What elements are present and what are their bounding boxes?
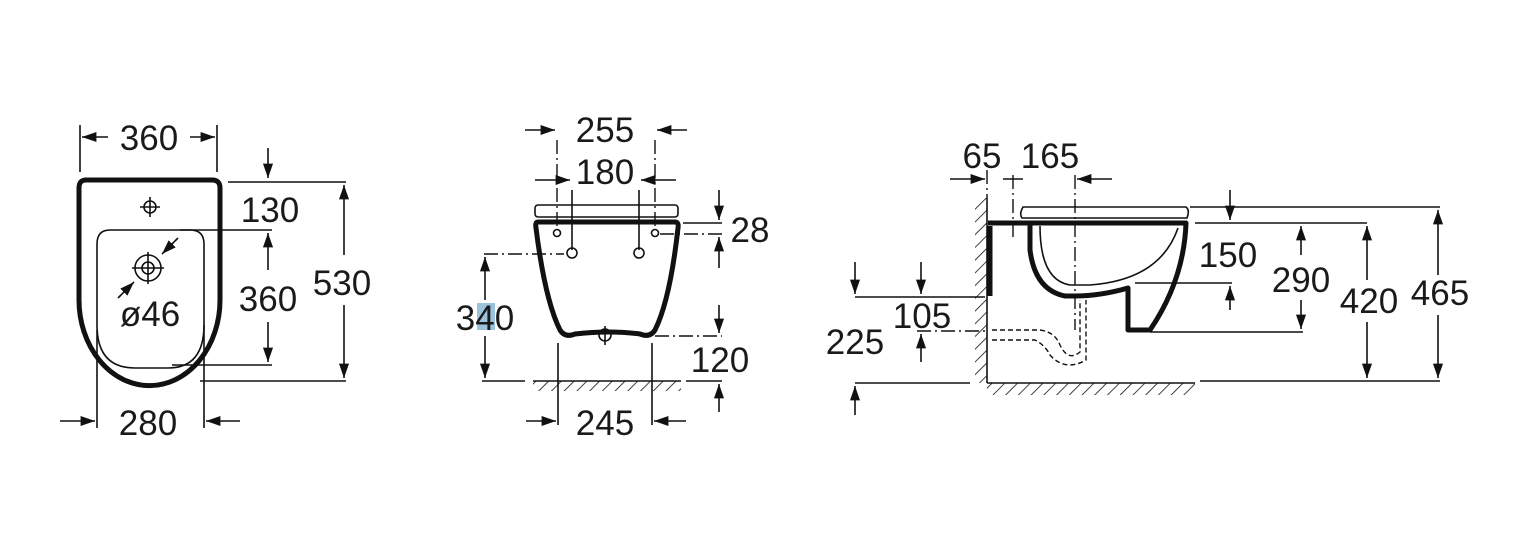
bidet-outline: [76, 177, 223, 389]
top-view: 360 130 360 530 280 ø46: [60, 119, 371, 443]
body-outline: [533, 219, 681, 338]
dim-base-width: 245: [576, 404, 634, 443]
dim-waste-height: 225: [826, 323, 884, 362]
seat-lid: [534, 204, 679, 218]
floor: [987, 383, 1195, 395]
dim-fixing-level: 340: [456, 299, 514, 338]
dim-inner-fixing: 180: [576, 153, 634, 192]
dim-bowl-length: 360: [239, 280, 297, 319]
seat-lid: [1019, 206, 1190, 219]
dim-outlet-height: 290: [1272, 261, 1330, 300]
dim-bowl-width: 280: [119, 404, 177, 443]
fixing-hole-icons: [552, 228, 660, 345]
bowl-outline: [96, 229, 205, 369]
waste-trap: [992, 300, 1087, 366]
dim-base-height: 120: [691, 341, 749, 380]
dim-total-length: 530: [313, 264, 371, 303]
dim-total-height: 465: [1411, 274, 1469, 313]
dim-drain-offset: 165: [1021, 137, 1079, 176]
dim-fixing-height: 28: [731, 211, 770, 250]
wall: [975, 198, 987, 383]
dim-width: 360: [120, 119, 178, 158]
dim-wall-offset: 65: [963, 137, 1002, 176]
body-outline: [988, 220, 1189, 333]
dim-outer-fixing: 255: [576, 111, 634, 150]
side-view: 65 165 150 290 420 465 225 105: [826, 137, 1469, 415]
dim-rim-height: 420: [1340, 282, 1398, 321]
dim-tap-offset: 130: [241, 191, 299, 230]
dim-waste-rise: 105: [893, 297, 951, 336]
drain-icon: [132, 252, 164, 284]
tap-hole-icon: [140, 197, 160, 217]
front-view: 255 180 28 340 120 245: [456, 111, 770, 443]
dim-drain-diameter: ø46: [120, 295, 180, 334]
dim-bowl-depth: 150: [1199, 236, 1257, 275]
